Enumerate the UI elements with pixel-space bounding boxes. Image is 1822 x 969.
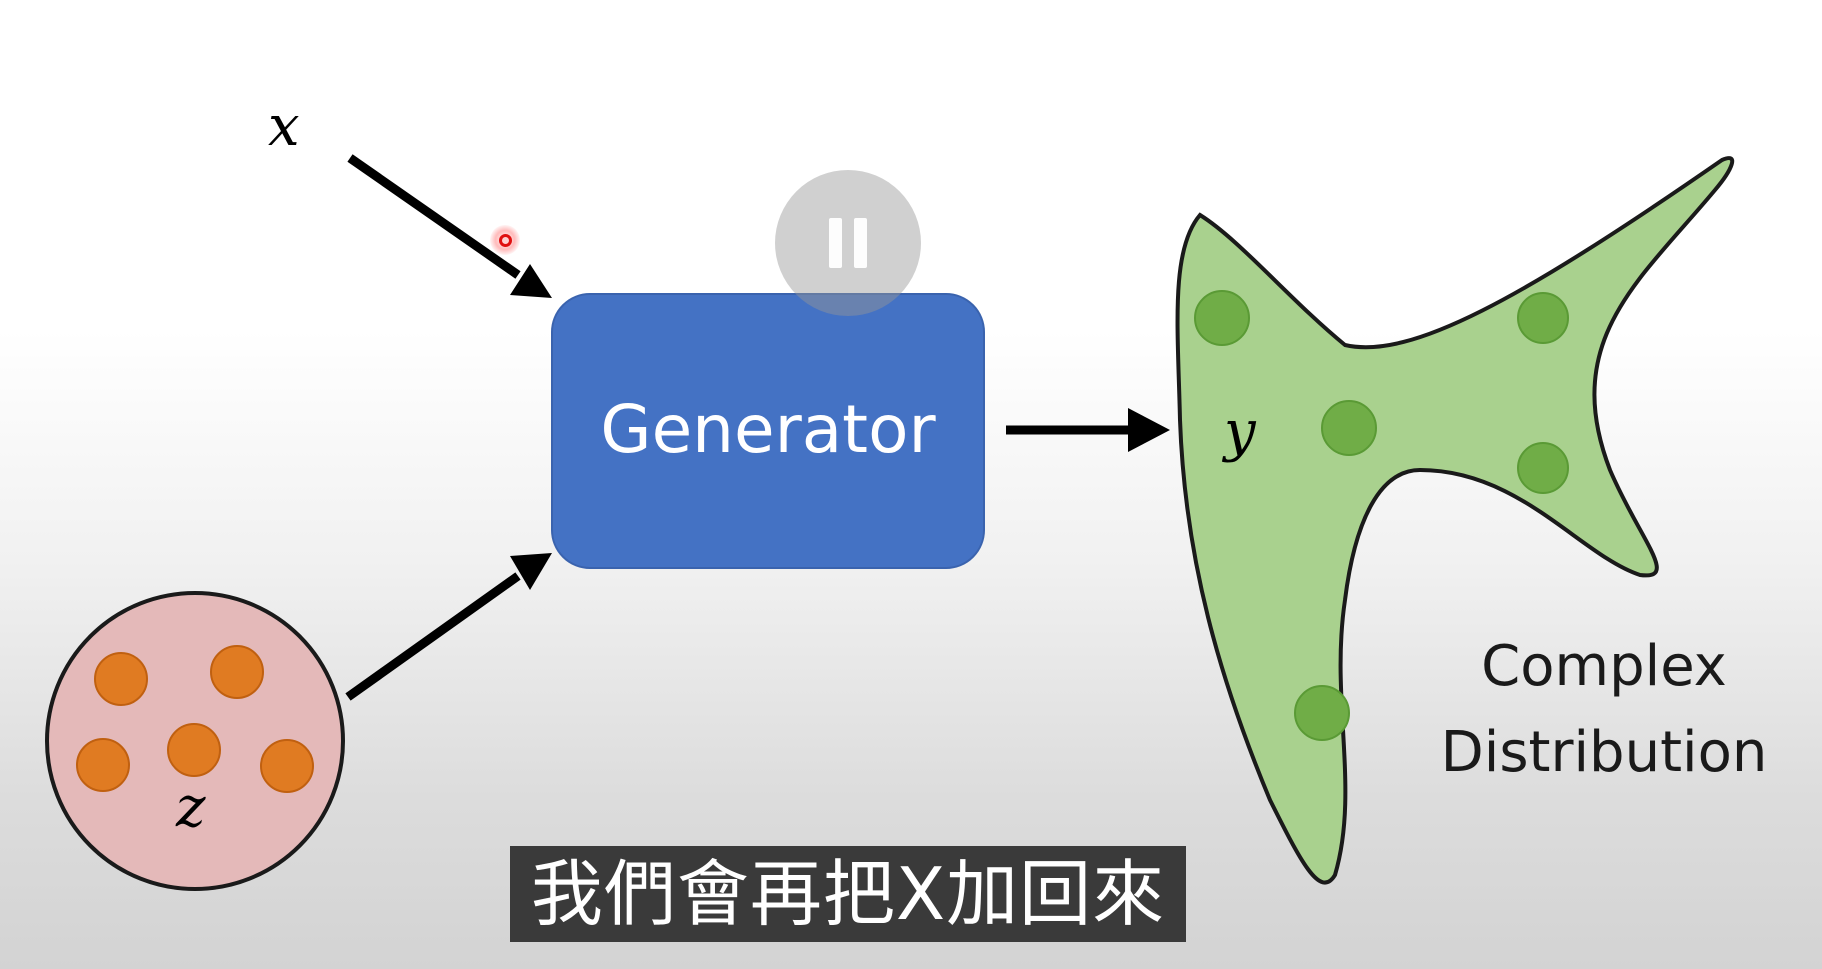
noise-sample-dot xyxy=(167,723,221,777)
noise-distribution-circle: z xyxy=(45,591,345,891)
noise-sample-dot xyxy=(76,738,130,792)
arrow-z-to-generator xyxy=(345,553,552,701)
generator-label: Generator xyxy=(600,391,936,468)
output-sample-dot xyxy=(1517,442,1569,494)
noise-sample-dot xyxy=(210,645,264,699)
pause-icon-bar xyxy=(854,218,867,268)
complex-distribution-shape: y xyxy=(1175,156,1735,885)
laser-pointer-dot xyxy=(499,234,512,247)
distribution-caption-line1: Complex xyxy=(1481,634,1727,699)
pause-icon xyxy=(829,218,842,268)
output-y-label: y xyxy=(1221,399,1257,464)
arrow-generator-to-output xyxy=(1006,408,1170,452)
noise-sample-dot xyxy=(94,652,148,706)
arrow-x-to-generator xyxy=(347,154,552,298)
noise-sample-dot xyxy=(260,739,314,793)
output-sample-dot xyxy=(1294,685,1350,741)
generator-box: Generator xyxy=(551,293,985,569)
distribution-caption-line2: Distribution xyxy=(1441,720,1768,785)
output-sample-dot xyxy=(1194,290,1250,346)
output-sample-dot xyxy=(1517,292,1569,344)
pause-button[interactable] xyxy=(775,170,921,316)
input-x-label: x xyxy=(268,94,300,159)
output-sample-dot xyxy=(1321,400,1377,456)
laser-pointer-icon xyxy=(490,225,520,255)
noise-z-label: z xyxy=(175,775,206,840)
subtitle-caption: 我們會再把X加回來 xyxy=(510,846,1186,942)
